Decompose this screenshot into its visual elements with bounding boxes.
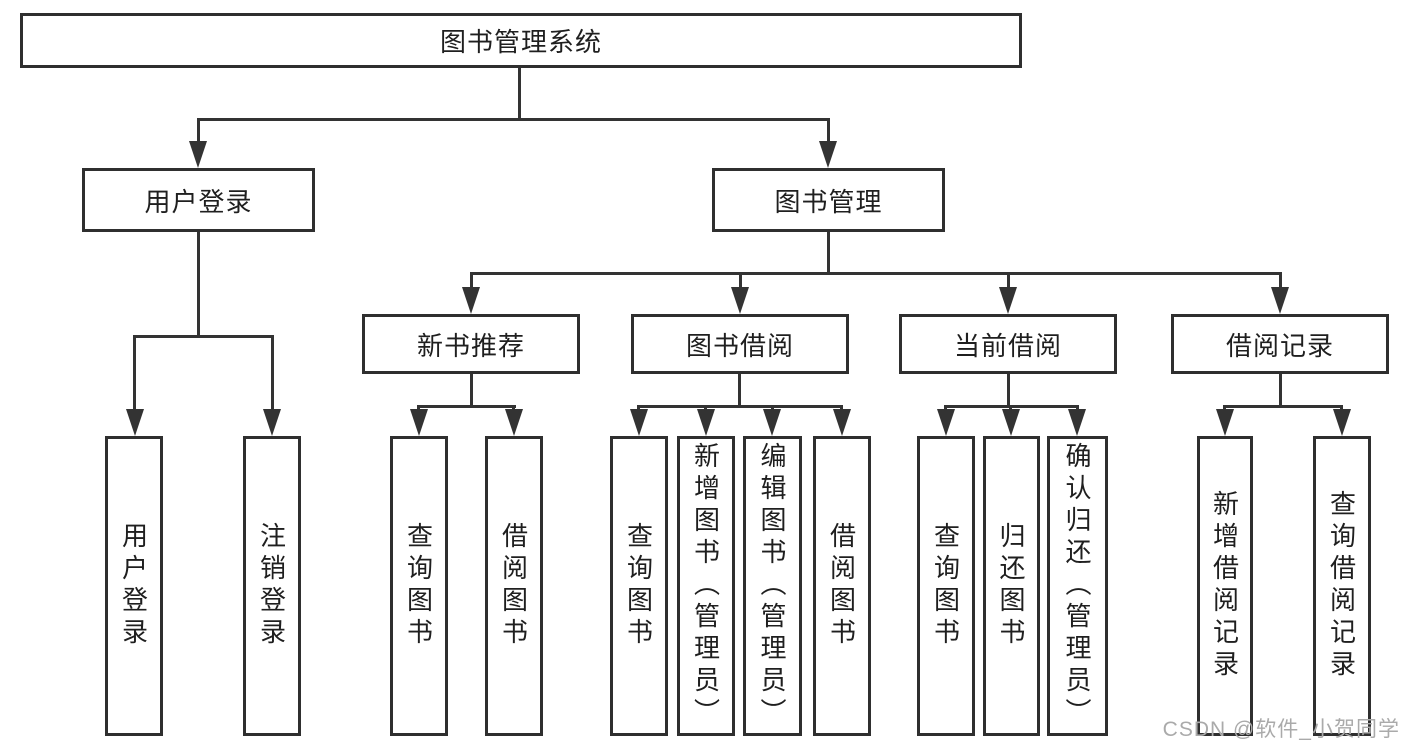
connector-line: [1007, 272, 1010, 288]
connector-line: [470, 272, 1282, 275]
connector-line: [470, 272, 473, 288]
connector-line: [827, 232, 830, 272]
arrowhead-down-icon: [937, 409, 955, 436]
connector-line: [1279, 374, 1282, 405]
node-root-library-system: 图书管理系统: [20, 13, 1022, 68]
arrowhead-down-icon: [1333, 409, 1351, 436]
connector-line: [518, 68, 521, 118]
arrowhead-down-icon: [126, 409, 144, 436]
arrowhead-down-icon: [189, 141, 207, 168]
connector-line: [738, 374, 741, 405]
leaf-query-books-current: 查询图书: [917, 436, 975, 736]
leaf-edit-book-admin: 编辑图书（管理员）: [743, 436, 802, 736]
arrowhead-down-icon: [263, 409, 281, 436]
connector-line: [470, 374, 473, 405]
node-user-login: 用户登录: [82, 168, 315, 232]
leaf-add-book-admin: 新增图书（管理员）: [677, 436, 735, 736]
leaf-query-borrow-record: 查询借阅记录: [1313, 436, 1371, 736]
node-new-book-recommend: 新书推荐: [362, 314, 580, 374]
leaf-logout: 注销登录: [243, 436, 301, 736]
connector-line: [133, 335, 136, 411]
leaf-confirm-return-admin: 确认归还（管理员）: [1047, 436, 1108, 736]
connector-line: [1007, 374, 1010, 405]
connector-line: [271, 335, 274, 411]
arrowhead-down-icon: [505, 409, 523, 436]
leaf-user-login: 用户登录: [105, 436, 163, 736]
arrowhead-down-icon: [1068, 409, 1086, 436]
node-borrowing-records: 借阅记录: [1171, 314, 1389, 374]
leaf-borrow-books-recommend: 借阅图书: [485, 436, 543, 736]
connector-line: [133, 335, 274, 338]
node-current-borrowing: 当前借阅: [899, 314, 1117, 374]
connector-line: [637, 405, 843, 408]
arrowhead-down-icon: [833, 409, 851, 436]
arrowhead-down-icon: [410, 409, 428, 436]
leaf-return-books: 归还图书: [983, 436, 1040, 736]
connector-line: [827, 118, 830, 142]
arrowhead-down-icon: [763, 409, 781, 436]
connector-line: [197, 118, 200, 142]
connector-line: [197, 118, 830, 121]
connector-line: [1223, 405, 1343, 408]
arrowhead-down-icon: [819, 141, 837, 168]
arrowhead-down-icon: [462, 287, 480, 314]
arrowhead-down-icon: [731, 287, 749, 314]
connector-line: [197, 232, 200, 335]
connector-line: [417, 405, 516, 408]
watermark: CSDN @软件_小贺同学: [1162, 718, 1400, 741]
arrowhead-down-icon: [1216, 409, 1234, 436]
node-book-management: 图书管理: [712, 168, 945, 232]
arrowhead-down-icon: [1271, 287, 1289, 314]
connector-line: [739, 272, 742, 288]
arrowhead-down-icon: [697, 409, 715, 436]
leaf-query-books-recommend: 查询图书: [390, 436, 448, 736]
connector-line: [1279, 272, 1282, 288]
arrowhead-down-icon: [1002, 409, 1020, 436]
arrowhead-down-icon: [999, 287, 1017, 314]
leaf-add-borrow-record: 新增借阅记录: [1197, 436, 1253, 736]
leaf-query-books-borrowing: 查询图书: [610, 436, 668, 736]
node-book-borrowing: 图书借阅: [631, 314, 849, 374]
arrowhead-down-icon: [630, 409, 648, 436]
leaf-borrow-books-borrowing: 借阅图书: [813, 436, 871, 736]
